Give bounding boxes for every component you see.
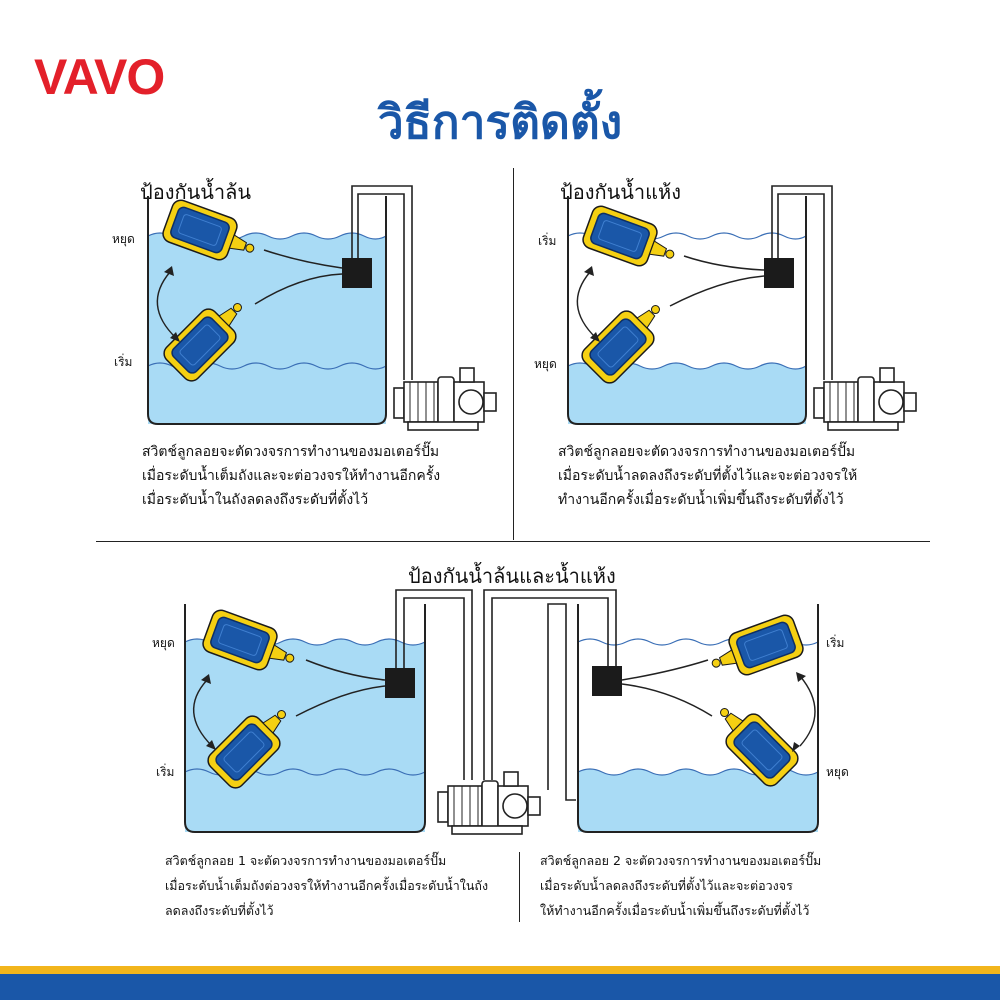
dry-description: สวิตช์ลูกลอยจะตัดวงจรการทำงานของมอเตอร์ป… bbox=[558, 444, 858, 508]
both-pump bbox=[437, 771, 541, 835]
both-right-control-box bbox=[592, 666, 622, 696]
both-left-start-label: เริ่ม bbox=[156, 765, 175, 779]
overflow-tank bbox=[147, 196, 387, 425]
overflow-water bbox=[148, 233, 386, 424]
both-right-stop-label: หยุด bbox=[826, 765, 849, 779]
dry-pump bbox=[813, 367, 917, 431]
overflow-diagram bbox=[147, 185, 497, 431]
both-left-tank bbox=[184, 604, 426, 833]
dry-float-top bbox=[579, 202, 682, 277]
both-panel-title: ป้องกันน้ำล้นและน้ำแห้ง bbox=[408, 564, 616, 588]
divider-horizontal bbox=[96, 541, 930, 542]
dry-diagram bbox=[567, 185, 917, 431]
overflow-pump bbox=[393, 367, 497, 431]
overflow-pipes bbox=[351, 185, 413, 380]
both-left-water bbox=[185, 639, 425, 832]
both-right-description: สวิตช์ลูกลอย 2 จะตัดวงจรการทำงานของมอเตอ… bbox=[540, 853, 822, 918]
both-right-tank bbox=[577, 604, 819, 833]
dry-start-label: เริ่ม bbox=[538, 234, 557, 248]
both-left-pipes bbox=[395, 589, 473, 780]
overflow-start-label: เริ่ม bbox=[114, 355, 133, 369]
both-suction-pipe bbox=[547, 603, 576, 801]
dry-water bbox=[568, 363, 806, 424]
both-left-description: สวิตช์ลูกลอย 1 จะตัดวงจรการทำงานของมอเตอ… bbox=[165, 853, 489, 918]
both-right-pipes bbox=[483, 589, 617, 780]
overflow-description: สวิตช์ลูกลอยจะตัดวงจรการทำงานของมอเตอร์ป… bbox=[142, 444, 441, 508]
divider-vertical bbox=[513, 168, 514, 540]
page-title: วิธีการติดตั้ง bbox=[377, 95, 623, 149]
both-left-stop-label: หยุด bbox=[152, 636, 175, 650]
overflow-control-box bbox=[342, 258, 372, 288]
both-diagram bbox=[184, 589, 819, 835]
overflow-stop-label: หยุด bbox=[112, 232, 135, 246]
dry-tank bbox=[567, 196, 807, 425]
divider-vertical-bottom bbox=[519, 852, 520, 922]
both-right-float-top bbox=[704, 611, 807, 686]
both-right-water bbox=[578, 769, 818, 832]
overflow-panel-title: ป้องกันน้ำล้น bbox=[140, 180, 252, 204]
brand-logo: VAVO bbox=[34, 49, 165, 105]
both-left-control-box bbox=[385, 668, 415, 698]
dry-stop-label: หยุด bbox=[534, 357, 557, 371]
both-right-start-label: เริ่ม bbox=[826, 636, 845, 650]
dry-pipes bbox=[771, 185, 833, 380]
footer-blue-bar bbox=[0, 974, 1000, 1000]
footer-yellow-bar bbox=[0, 966, 1000, 974]
dry-control-box bbox=[764, 258, 794, 288]
dry-panel-title: ป้องกันน้ำแห้ง bbox=[560, 180, 681, 204]
